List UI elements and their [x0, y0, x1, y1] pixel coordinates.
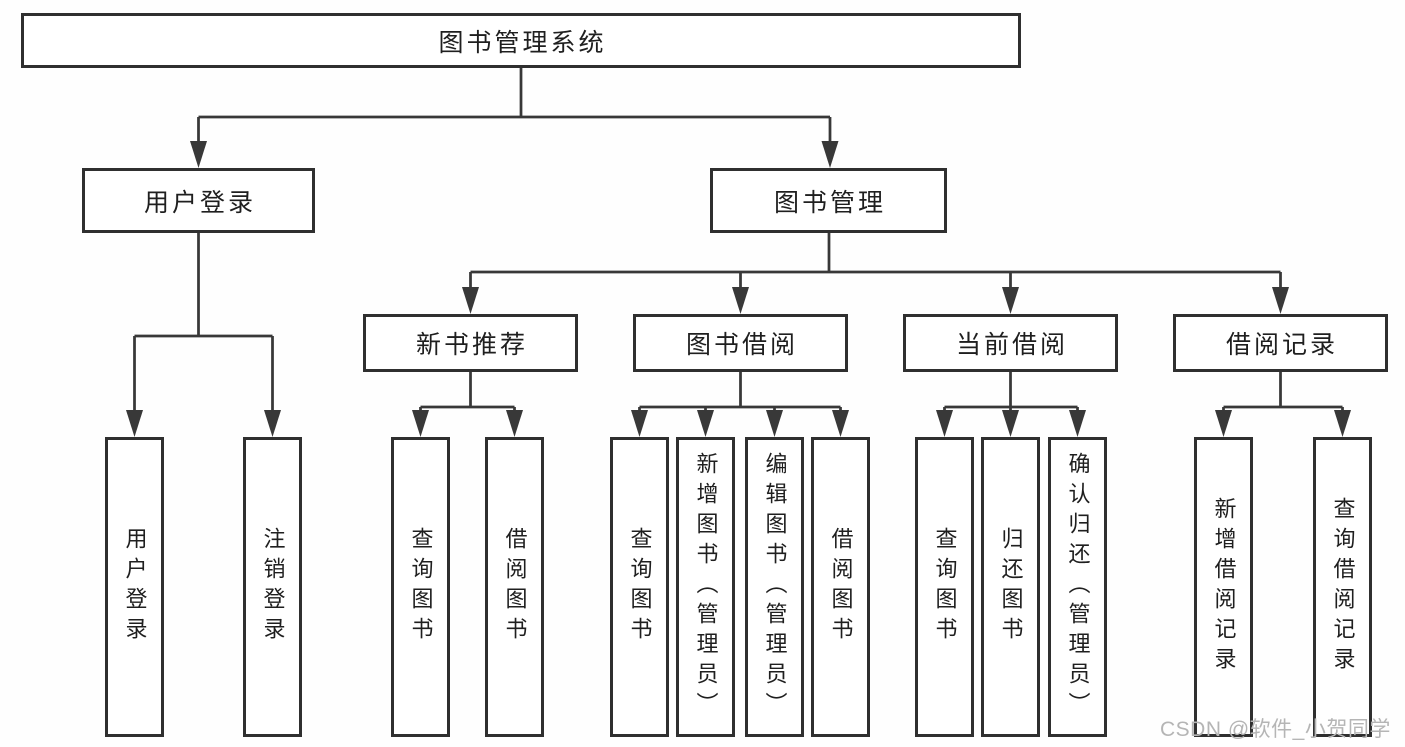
node-label: 查询借阅记录	[1330, 497, 1356, 677]
node-label: 新书推荐	[415, 331, 528, 359]
arrowhead-icon	[832, 410, 849, 437]
watermark: CSDN @软件_小贺同学	[1160, 718, 1391, 741]
leaf-query-borrow-record: 查询借阅记录	[1313, 437, 1372, 737]
node-label: 用户登录	[122, 527, 148, 647]
leaf-user-login: 用户登录	[105, 437, 164, 737]
connector-current-borrow-leaves	[943, 372, 1079, 412]
leaf-borrow-books-2: 借阅图书	[811, 437, 870, 737]
arrowhead-icon	[506, 410, 523, 437]
connector-new-book-leaves	[419, 372, 516, 412]
node-library-system: 图书管理系统	[21, 13, 1021, 68]
arrowhead-icon	[264, 410, 281, 437]
node-label: 查询图书	[932, 527, 958, 647]
arrowhead-icon	[462, 287, 479, 314]
arrowhead-icon	[1002, 410, 1019, 437]
node-label: 用户登录	[143, 188, 256, 217]
leaf-query-books-1: 查询图书	[391, 437, 450, 737]
leaf-query-books-3: 查询图书	[915, 437, 974, 737]
node-user-login: 用户登录	[82, 168, 315, 233]
arrowhead-icon	[1334, 410, 1351, 437]
node-label: 借阅图书	[828, 527, 854, 647]
node-label: 注销登录	[260, 527, 286, 647]
arrowhead-icon	[1215, 410, 1232, 437]
node-current-borrow: 当前借阅	[903, 314, 1118, 372]
connector-book-mgmt-level3	[469, 233, 1282, 288]
node-label: 新增借阅记录	[1211, 497, 1237, 677]
arrowhead-icon	[126, 410, 143, 437]
node-label: 查询图书	[627, 527, 653, 647]
leaf-return-books: 归还图书	[981, 437, 1040, 737]
node-label: 确认归还（管理员）	[1065, 452, 1091, 722]
arrowhead-icon	[1069, 410, 1086, 437]
leaf-add-books-admin: 新增图书（管理员）	[676, 437, 735, 737]
leaf-borrow-books-1: 借阅图书	[485, 437, 544, 737]
connector-root-level2	[197, 68, 832, 142]
node-label: 图书借阅	[685, 331, 798, 359]
leaf-edit-books-admin: 编辑图书（管理员）	[745, 437, 804, 737]
node-borrow-records: 借阅记录	[1173, 314, 1388, 372]
arrowhead-icon	[1002, 287, 1019, 314]
node-label: 归还图书	[998, 527, 1024, 647]
node-book-management: 图书管理	[710, 168, 947, 233]
arrowhead-icon	[1272, 287, 1289, 314]
leaf-logout: 注销登录	[243, 437, 302, 737]
node-label: 借阅图书	[502, 527, 528, 647]
node-label: 查询图书	[408, 527, 434, 647]
arrowhead-icon	[732, 287, 749, 314]
leaf-add-borrow-record: 新增借阅记录	[1194, 437, 1253, 737]
connector-user-login-leaves	[133, 233, 274, 412]
connector-book-borrow-leaves	[638, 372, 842, 412]
arrowhead-icon	[631, 410, 648, 437]
node-new-book-recommend: 新书推荐	[363, 314, 578, 372]
arrowhead-icon	[821, 141, 839, 168]
arrowhead-icon	[697, 410, 714, 437]
node-book-borrow: 图书借阅	[633, 314, 848, 372]
arrowhead-icon	[190, 141, 207, 168]
arrowhead-icon	[766, 410, 783, 437]
leaf-confirm-return-admin: 确认归还（管理员）	[1048, 437, 1107, 737]
node-label: 当前借阅	[955, 331, 1068, 359]
node-label: 图书管理系统	[438, 28, 607, 57]
arrowhead-icon	[936, 410, 953, 437]
arrowhead-icon	[412, 410, 429, 437]
node-label: 图书管理	[773, 188, 886, 217]
leaf-query-books-2: 查询图书	[610, 437, 669, 737]
connector-borrow-records-leaves	[1222, 372, 1344, 412]
node-label: 借阅记录	[1225, 331, 1338, 359]
node-label: 编辑图书（管理员）	[762, 452, 788, 722]
node-label: 新增图书（管理员）	[693, 452, 719, 722]
